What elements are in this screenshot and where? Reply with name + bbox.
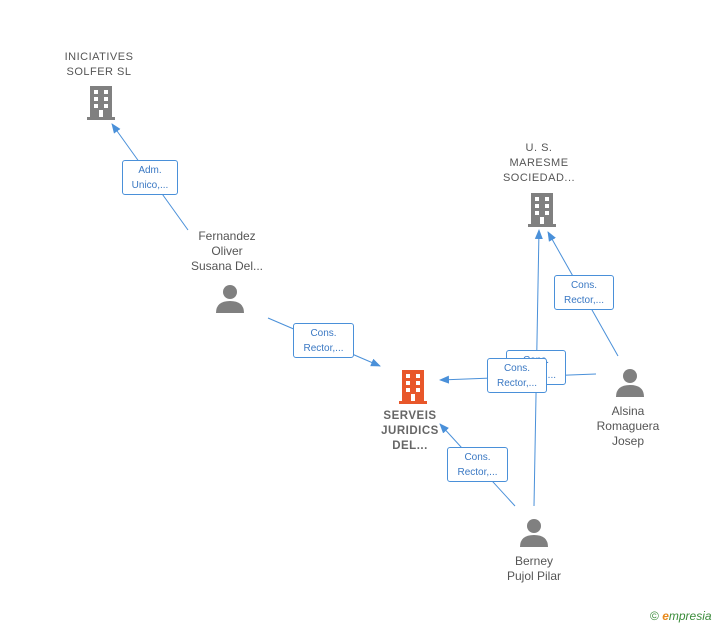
- node-label-serveis[interactable]: SERVEIS JURIDICS DEL...: [381, 410, 439, 452]
- relation-label-adm-unico[interactable]: Adm. Unico,...: [122, 160, 178, 195]
- person-icon[interactable]: [215, 284, 245, 314]
- node-label-fernandez[interactable]: Fernandez Oliver Susana Del...: [190, 229, 264, 273]
- relation-label-alsina-us[interactable]: Cons. Rector,...: [554, 275, 614, 310]
- brand-logo: © empresia: [650, 609, 712, 623]
- person-icon[interactable]: [615, 368, 645, 398]
- relation-label-fernandez-serveis[interactable]: Cons. Rector,...: [293, 323, 354, 358]
- building-icon-main[interactable]: [397, 370, 429, 404]
- node-label-us-maresme[interactable]: U. S. MARESME SOCIEDAD...: [502, 142, 576, 184]
- brand-initial: e: [662, 609, 669, 623]
- brand-name: mpresia: [668, 609, 712, 623]
- relation-label-berney-serveis[interactable]: Cons. Rector,...: [447, 447, 508, 482]
- person-icon[interactable]: [519, 518, 549, 548]
- building-icon[interactable]: [85, 86, 117, 120]
- relation-label-alsina-serveis[interactable]: Cons. Rector,...: [487, 358, 547, 393]
- building-icon[interactable]: [526, 193, 558, 227]
- copyright-symbol: ©: [650, 609, 659, 623]
- node-label-alsina[interactable]: Alsina Romaguera Josep: [596, 404, 660, 448]
- node-label-berney[interactable]: Berney Pujol Pilar: [506, 554, 562, 583]
- node-label-iniciatives[interactable]: INICIATIVES SOLFER SL: [64, 51, 134, 78]
